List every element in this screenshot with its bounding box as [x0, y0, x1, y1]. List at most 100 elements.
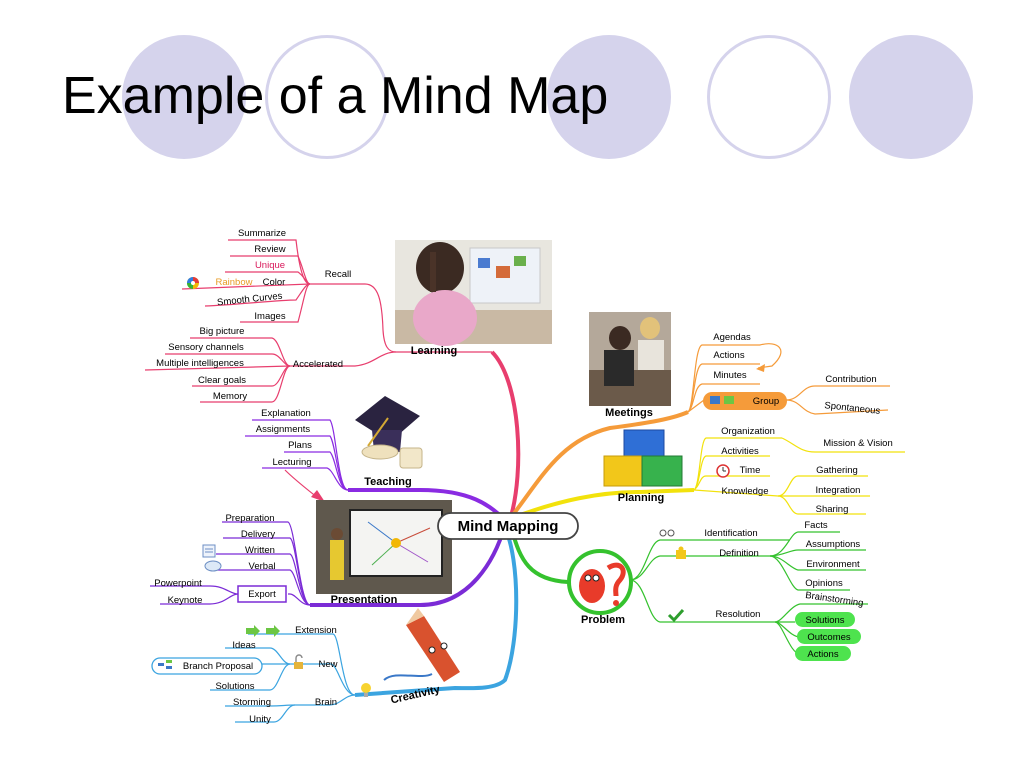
label-minutes: Minutes [713, 370, 747, 381]
branch-icon [158, 660, 172, 669]
label-time: Time [740, 465, 761, 476]
label-rainbow: Rainbow [216, 277, 253, 288]
label-delivery: Delivery [241, 529, 276, 540]
learning-branch [144, 239, 521, 521]
problem-labels: Identification Definition Facts Assumpti… [581, 520, 864, 660]
arrow-right-icon [246, 625, 280, 637]
clock-icon [716, 464, 730, 478]
meetings-arrowhead [756, 364, 765, 372]
label-unique: Unique [255, 260, 285, 271]
planning-labels: Organization Mission & Vision Activities… [618, 426, 893, 515]
label-sensory-channels: Sensory channels [168, 342, 244, 353]
label-brain: Brain [315, 697, 337, 708]
speech-bubble-icon [204, 560, 222, 572]
color-wheel-icon [187, 277, 199, 289]
center-node: Mind Mapping [437, 512, 579, 540]
label-activities: Activities [721, 446, 759, 457]
label-written: Written [245, 545, 275, 556]
label-color: Color [263, 277, 286, 288]
label-preparation: Preparation [225, 513, 274, 524]
label-lecturing: Lecturing [272, 457, 311, 468]
label-outcomes: Outcomes [807, 632, 851, 643]
blocks-icon [603, 429, 683, 487]
branch-proposal-box [151, 657, 263, 675]
label-brainstorming: Brainstorming [805, 590, 865, 609]
label-recall: Recall [325, 269, 351, 280]
teaching-arrowhead [311, 490, 325, 502]
label-organization: Organization [721, 426, 775, 437]
presentation-title: Presentation [331, 594, 398, 606]
label-unity: Unity [249, 714, 271, 725]
label-group: Group [753, 396, 779, 407]
glasses-icon [659, 529, 675, 537]
decor-circle-5 [849, 35, 973, 159]
graduation-cap-icon [355, 396, 423, 469]
label-actions-problem: Actions [807, 649, 838, 660]
decor-circle-4 [707, 35, 831, 159]
label-knowledge: Knowledge [721, 486, 768, 497]
presentation-labels: Preparation Delivery Written Verbal Expo… [154, 513, 397, 606]
creativity-title: Creativity [390, 683, 442, 706]
label-summarize: Summarize [238, 228, 286, 239]
label-ideas: Ideas [232, 640, 255, 651]
label-extension: Extension [295, 625, 337, 636]
label-definition: Definition [719, 548, 759, 559]
label-smooth-curves: Smooth Curves [217, 291, 284, 309]
problem-pills [795, 612, 861, 661]
checkmark-icon [667, 608, 685, 623]
label-explanation: Explanation [261, 408, 311, 419]
meetings-title: Meetings [605, 407, 653, 419]
decor-circle-2 [265, 35, 389, 159]
label-storming: Storming [233, 697, 271, 708]
label-images: Images [254, 311, 285, 322]
problem-character-icon [567, 549, 633, 615]
label-contribution: Contribution [825, 374, 876, 385]
label-opinions: Opinions [805, 578, 843, 589]
label-keynote: Keynote [168, 595, 203, 606]
label-assignments: Assignments [256, 424, 311, 435]
label-identification: Identification [704, 528, 757, 539]
label-branch-proposal: Branch Proposal [183, 661, 253, 672]
export-box [237, 585, 287, 603]
label-export: Export [248, 589, 276, 600]
meetings-branch [510, 343, 890, 518]
label-plans: Plans [288, 440, 312, 451]
label-integration: Integration [816, 485, 861, 496]
center-label: Mind Mapping [458, 518, 559, 535]
label-facts: Facts [804, 520, 827, 531]
document-icon [202, 544, 216, 558]
people-icon [710, 396, 734, 404]
unlock-icon [294, 654, 303, 669]
light-bulb-icon [361, 683, 371, 697]
label-sharing: Sharing [816, 504, 849, 515]
label-powerpoint: Powerpoint [154, 578, 202, 589]
label-solutions-problem: Solutions [805, 615, 844, 626]
planning-branch [511, 437, 905, 520]
teaching-title: Teaching [364, 476, 411, 488]
learning-title: Learning [411, 345, 457, 357]
puzzle-icon [676, 546, 686, 559]
label-clear-goals: Clear goals [198, 375, 246, 386]
label-mission-vision: Mission & Vision [823, 438, 893, 449]
label-spontaneous: Spontaneous [824, 400, 881, 417]
presentation-photo [316, 500, 452, 594]
slide-title: Example of a Mind Map [62, 67, 609, 125]
label-accelerated: Accelerated [293, 359, 343, 370]
problem-title: Problem [581, 614, 625, 626]
label-solutions-creativity: Solutions [215, 681, 254, 692]
label-environment: Environment [806, 559, 860, 570]
creativity-branch [210, 527, 519, 723]
label-big-picture: Big picture [200, 326, 245, 337]
label-assumptions: Assumptions [806, 539, 861, 550]
decor-circle-1 [122, 35, 246, 159]
label-resolution: Resolution [716, 609, 761, 620]
label-gathering: Gathering [816, 465, 858, 476]
pencil-character-icon [383, 608, 460, 682]
meetings-photo [589, 312, 671, 406]
learning-photo [395, 240, 552, 346]
decor-circle-3 [547, 35, 671, 159]
label-actions-meetings: Actions [713, 350, 744, 361]
teaching-labels: Explanation Assignments Plans Lecturing … [256, 408, 412, 488]
label-review: Review [254, 244, 285, 255]
